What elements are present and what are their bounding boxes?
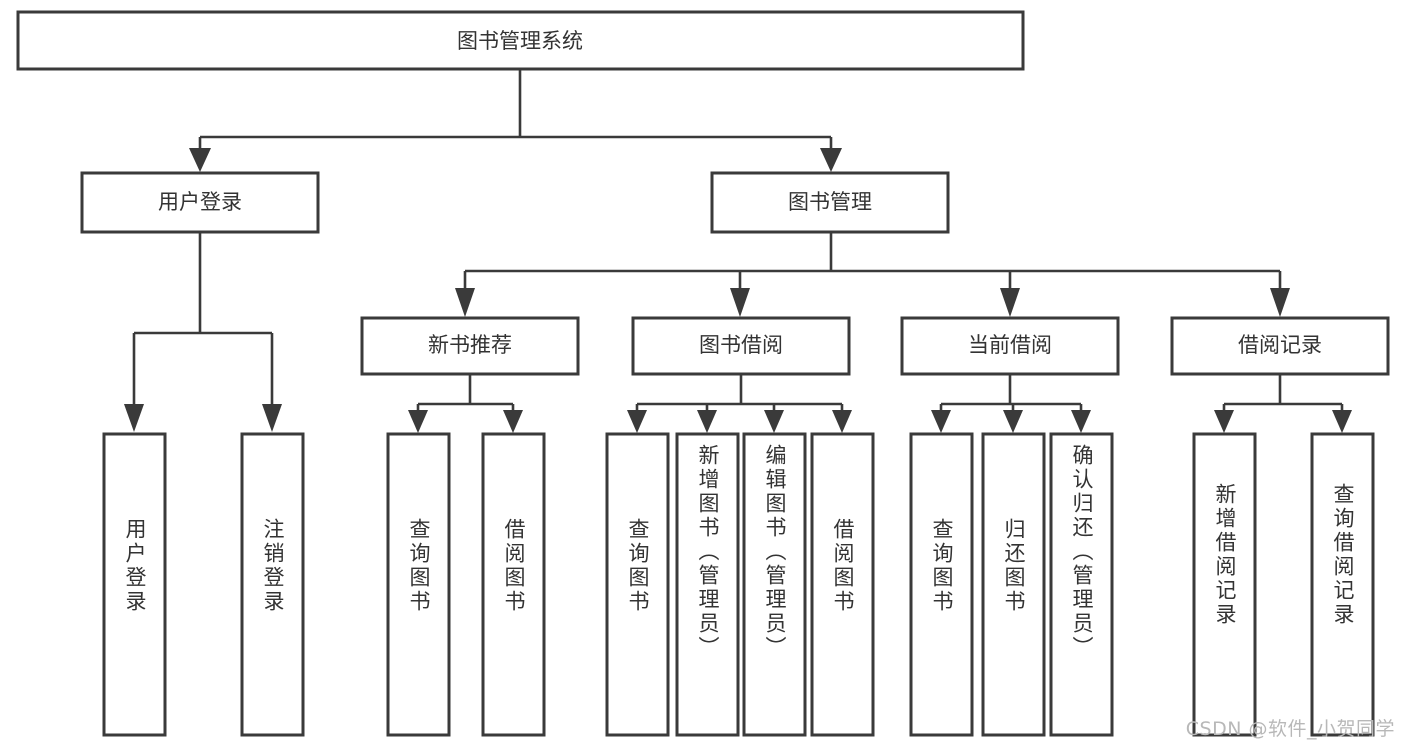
node-box-new-book-recommend[interactable] [360, 316, 580, 376]
node-box-leaf-borrow-book-2[interactable] [810, 432, 875, 737]
node-layer: 图书管理系统 用户登录 图书管理 新书推荐 图书借阅 当前借阅 借阅记录 [16, 10, 1390, 737]
arrow-head-leaf-add-book [697, 410, 717, 433]
arrow-head-leaf-user-logout [262, 404, 282, 432]
node-label-current-borrow: 当前借阅 [968, 333, 1052, 357]
node-box-user-login[interactable] [80, 171, 320, 234]
node-box-leaf-query-record[interactable] [1310, 432, 1375, 737]
node-box-root[interactable] [16, 10, 1025, 71]
arrow-head-leaf-user-login [124, 404, 144, 432]
arrow-head-borrow-record [1270, 288, 1290, 317]
arrow-head-leaf-borrow-book-1 [503, 410, 523, 433]
arrow-head-book-manage [820, 148, 842, 172]
arrow-head-leaf-confirm-return [1071, 410, 1091, 433]
arrow-head-leaf-query-book-2 [627, 410, 647, 433]
arrow-head-leaf-edit-book [764, 410, 784, 433]
arrow-head-leaf-borrow-book-2 [832, 410, 852, 433]
arrow-head-new-book-recommend [455, 288, 475, 317]
node-box-leaf-confirm-return[interactable] [1049, 432, 1114, 737]
node-box-leaf-user-logout[interactable] [240, 432, 305, 737]
arrow-head-leaf-query-record [1332, 410, 1352, 433]
node-box-leaf-add-record[interactable] [1192, 432, 1257, 737]
node-label-new-book-recommend: 新书推荐 [428, 333, 512, 357]
arrow-head-leaf-query-book-3 [931, 410, 951, 433]
node-box-current-borrow[interactable] [900, 316, 1120, 376]
arrow-head-book-borrow [730, 288, 750, 317]
node-box-leaf-borrow-book-1[interactable] [481, 432, 546, 737]
node-box-leaf-return-book[interactable] [981, 432, 1046, 737]
node-label-borrow-record: 借阅记录 [1238, 333, 1322, 357]
arrow-head-leaf-query-book-1 [408, 410, 428, 433]
node-box-leaf-user-login[interactable] [102, 432, 167, 737]
node-box-leaf-edit-book[interactable] [742, 432, 807, 737]
node-label-root: 图书管理系统 [457, 29, 583, 53]
arrow-head-current-borrow [1000, 288, 1020, 317]
node-box-leaf-query-book-2[interactable] [605, 432, 670, 737]
node-label-book-borrow: 图书借阅 [699, 333, 783, 357]
watermark-text: CSDN @软件_小贺同学 [1185, 718, 1395, 740]
node-box-leaf-query-book-3[interactable] [909, 432, 974, 737]
arrow-head-leaf-return-book [1003, 410, 1023, 433]
arrow-head-leaf-add-record [1214, 410, 1234, 433]
node-box-book-manage[interactable] [710, 171, 950, 234]
node-label-book-manage: 图书管理 [788, 190, 872, 214]
node-box-borrow-record[interactable] [1170, 316, 1390, 376]
node-box-leaf-query-book-1[interactable] [386, 432, 451, 737]
node-box-book-borrow[interactable] [631, 316, 851, 376]
arrow-head-user-login [189, 148, 211, 172]
connector-layer [124, 69, 1352, 433]
node-label-user-login: 用户登录 [158, 190, 242, 214]
node-box-leaf-add-book[interactable] [675, 432, 740, 737]
